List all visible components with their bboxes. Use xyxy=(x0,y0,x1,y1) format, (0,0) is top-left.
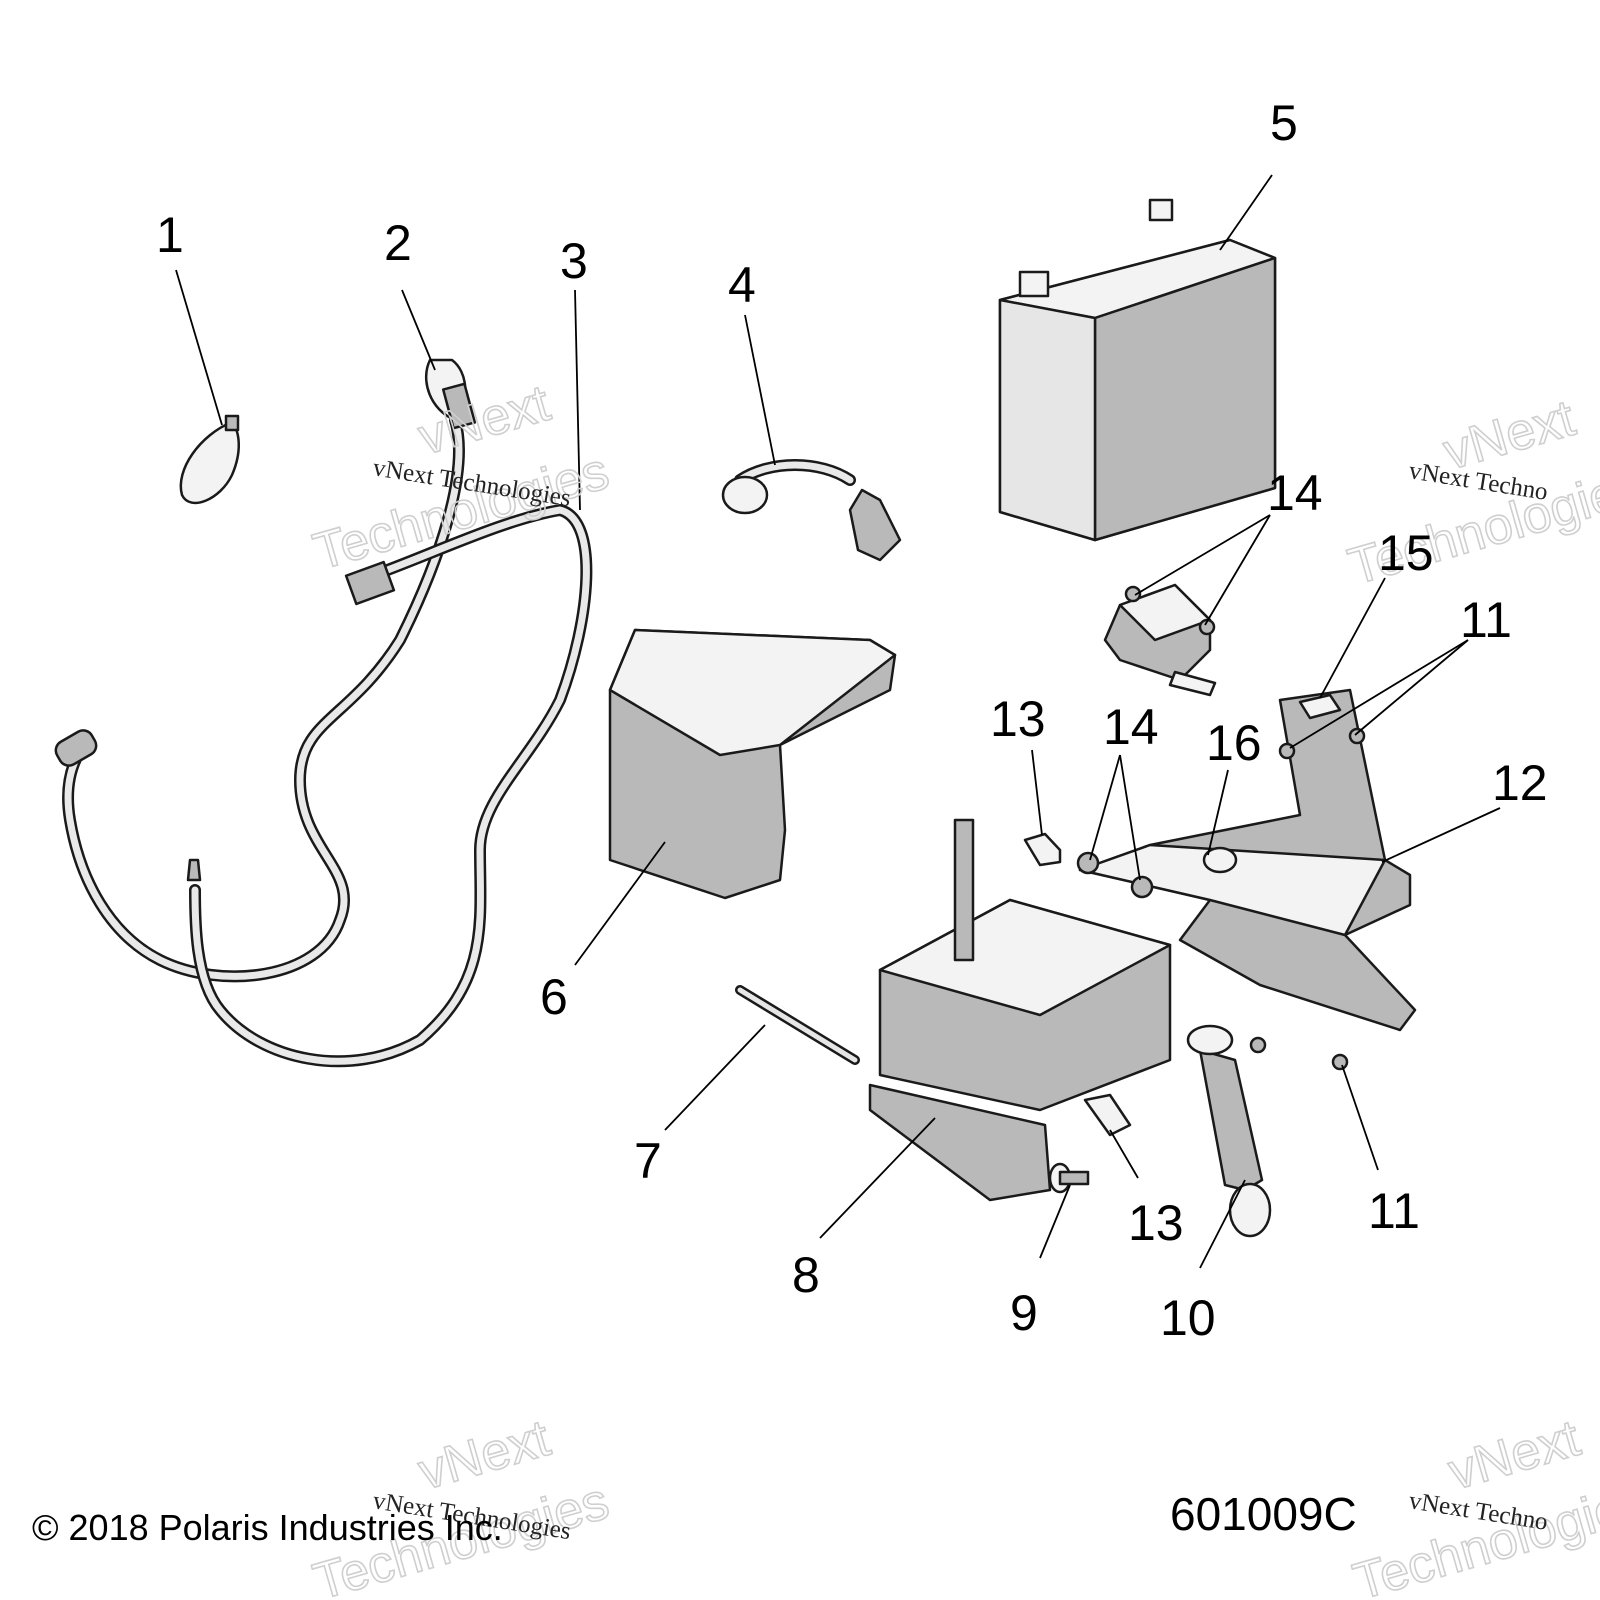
callout-12: 12 xyxy=(1492,755,1548,811)
fastener-parts xyxy=(1023,585,1366,1137)
battery-tray-part xyxy=(868,818,1172,1202)
rod-part xyxy=(735,985,860,1065)
svg-text:vNext: vNext xyxy=(412,1409,556,1502)
battery-part xyxy=(998,198,1277,542)
relay-part xyxy=(1103,583,1217,697)
leader-lines xyxy=(175,174,1501,1269)
callout-1: 1 xyxy=(156,207,184,263)
battery-cover-part xyxy=(608,628,897,900)
drawing-number: 601009C xyxy=(1170,1488,1357,1540)
cable-tie-part xyxy=(179,414,240,505)
callout-5: 5 xyxy=(1270,95,1298,151)
svg-text:vNext: vNext xyxy=(1442,1409,1586,1502)
callout-16: 16 xyxy=(1206,715,1262,771)
mounting-bracket-part xyxy=(1078,688,1417,1032)
callout-11-bottom: 11 xyxy=(1368,1183,1420,1239)
positive-cable-part xyxy=(186,504,593,1068)
callout-4: 4 xyxy=(728,257,756,313)
callout-6: 6 xyxy=(540,969,568,1025)
callouts: 1 2 3 4 5 6 7 8 9 10 11 11 12 13 13 14 1… xyxy=(156,95,1548,1346)
callout-13-top: 13 xyxy=(990,691,1046,747)
callout-2: 2 xyxy=(384,215,412,271)
callout-10: 10 xyxy=(1160,1290,1216,1346)
callout-9: 9 xyxy=(1010,1285,1038,1341)
callout-14-bottom: 14 xyxy=(1103,699,1159,755)
copyright-notice: © 2018 Polaris Industries Inc. xyxy=(32,1507,503,1548)
callout-13-bottom: 13 xyxy=(1128,1195,1184,1251)
terminal-boot-part xyxy=(721,459,902,562)
callout-3: 3 xyxy=(560,233,588,289)
callout-11-top: 11 xyxy=(1460,592,1512,648)
strap-part xyxy=(1186,1024,1272,1238)
battery-cable-part xyxy=(54,358,477,983)
bolt-part xyxy=(1048,1162,1090,1194)
callout-15: 15 xyxy=(1378,525,1434,581)
callout-14-top: 14 xyxy=(1267,465,1323,521)
callout-8: 8 xyxy=(792,1247,820,1303)
callout-7: 7 xyxy=(634,1133,662,1189)
